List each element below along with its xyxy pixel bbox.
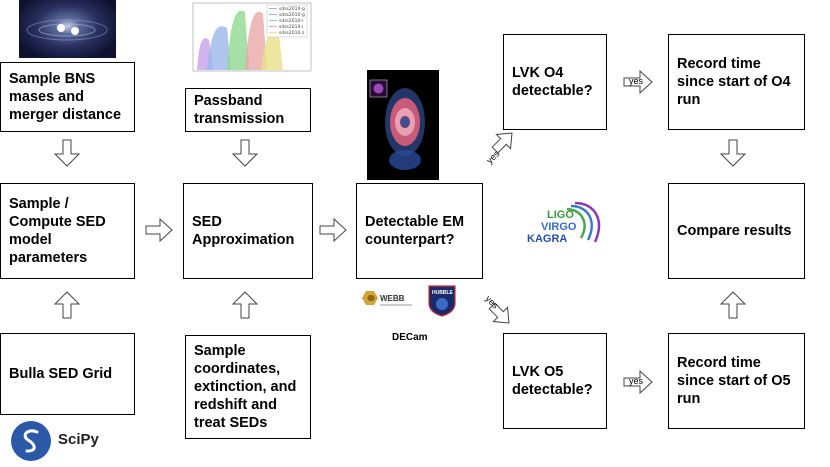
sample-sed-params-box: Sample / Compute SED model parameters	[0, 183, 135, 279]
lvk-o5-label: LVK O5 detectable?	[512, 364, 593, 398]
yes-label-record-o4: yes	[629, 76, 644, 86]
record-o4-box: Record time since start of O4 run	[668, 34, 805, 130]
scipy-logo: SciPy	[10, 420, 130, 462]
arrow-up-bulla	[53, 291, 81, 319]
record-o4-label: Record time since start of O4 run	[677, 56, 791, 108]
sed-approx-box: SED Approximation	[183, 183, 313, 279]
decam-caption: DECam	[392, 332, 428, 343]
hubble-label: HUBBLE	[432, 290, 453, 296]
compare-box: Compare results	[668, 183, 805, 279]
arrow-right-o4	[623, 69, 653, 95]
passband-legend-3: sdss2010-i	[279, 24, 303, 30]
passband-legend-2: sdss2010-r	[279, 18, 304, 24]
lvk-o4-label: LVK O4 detectable?	[512, 65, 593, 99]
sample-coords-label: Sample coordinates, extinction, and reds…	[194, 343, 297, 431]
kilonova-image	[367, 70, 439, 180]
detectable-em-label: Detectable EM counterpart?	[365, 214, 465, 248]
bulla-grid-label: Bulla SED Grid	[9, 366, 113, 382]
lvk-logo: LIGO VIRGO KAGRA	[525, 200, 609, 250]
arrow-up-record-o5	[719, 291, 747, 319]
merger-swirl-graphic	[26, 19, 108, 41]
lvk-o4-box: LVK O4 detectable?	[503, 34, 607, 130]
sample-bns-label: Sample BNS mases and merger distance	[9, 71, 122, 123]
arrow-down-record-o4	[719, 139, 747, 167]
passband-legend-1: sdss2010-g	[279, 12, 305, 18]
sample-coords-box: Sample coordinates, extinction, and reds…	[185, 335, 311, 439]
webb-logo: WEBB	[360, 287, 415, 315]
sample-bns-box: Sample BNS mases and merger distance	[0, 62, 135, 132]
passband-chart: sdss2010-g sdss2010-g sdss2010-r sdss201…	[183, 0, 313, 82]
passband-legend-4: sdss2010-z	[279, 30, 305, 36]
arrow-diag-up	[491, 132, 513, 154]
passband-chart-graphic: sdss2010-g sdss2010-g sdss2010-r sdss201…	[192, 2, 312, 72]
yes-label-record-o5: yes	[629, 376, 644, 386]
webb-icon: WEBB	[362, 291, 412, 306]
arrow-diag-down	[488, 302, 510, 324]
webb-label: WEBB	[380, 294, 405, 303]
passband-legend-0: sdss2010-g	[279, 6, 305, 12]
passband-box: Passband transmission	[185, 88, 311, 132]
arrow-right-sed	[319, 217, 347, 243]
scipy-label: SciPy	[58, 431, 99, 448]
arrow-down-passband	[231, 139, 259, 167]
virgo-label: VIRGO	[541, 221, 577, 233]
sample-sed-params-label: Sample / Compute SED model parameters	[9, 196, 106, 266]
record-o5-box: Record time since start of O5 run	[668, 333, 805, 429]
sed-approx-label: SED Approximation	[192, 214, 295, 248]
compare-label: Compare results	[677, 223, 792, 239]
detectable-em-box: Detectable EM counterpart?	[356, 183, 483, 279]
passband-label: Passband transmission	[194, 93, 285, 127]
kagra-label: KAGRA	[527, 233, 567, 245]
scipy-icon	[11, 421, 51, 461]
kilonova-graphic	[369, 79, 425, 170]
arrow-right-o5	[623, 369, 653, 395]
lvk-icon: LIGO VIRGO KAGRA	[527, 201, 601, 245]
lvk-o5-box: LVK O5 detectable?	[503, 333, 607, 429]
hubble-logo: HUBBLE	[425, 283, 459, 317]
neutron-star-merger-image	[19, 0, 116, 58]
arrow-down-bns	[53, 139, 81, 167]
arrow-up-coords	[231, 291, 259, 319]
ligo-label: LIGO	[547, 209, 574, 221]
record-o5-label: Record time since start of O5 run	[677, 355, 791, 407]
arrow-right-params	[145, 217, 173, 243]
hubble-icon: HUBBLE	[428, 285, 456, 317]
bulla-grid-box: Bulla SED Grid	[0, 333, 135, 415]
